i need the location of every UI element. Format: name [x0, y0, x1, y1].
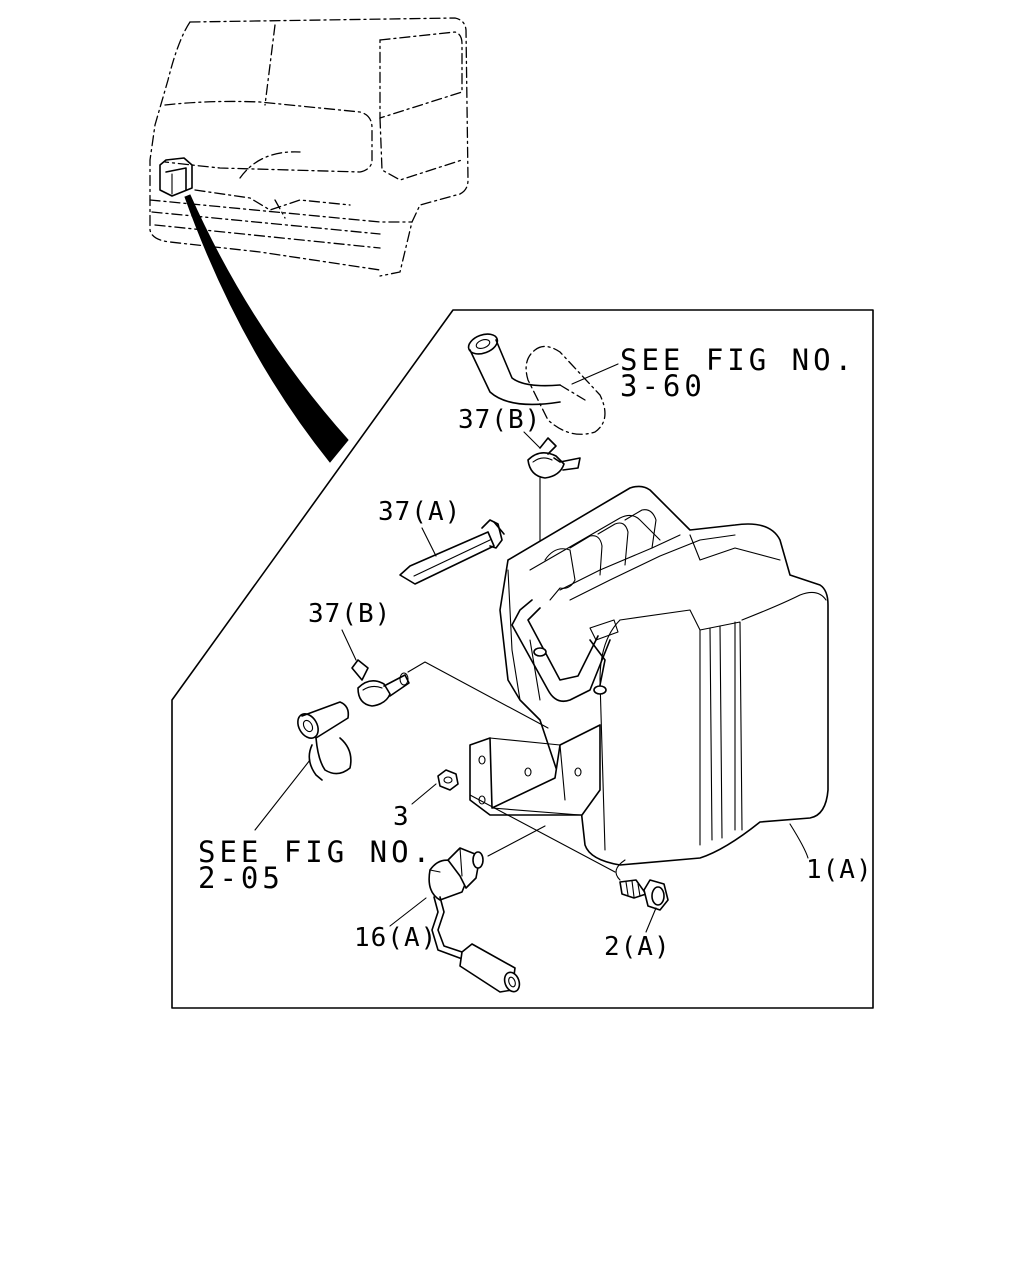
canister-leader	[789, 823, 809, 859]
hose-upper	[467, 333, 606, 435]
bolt-2a	[619, 879, 669, 911]
sensor-16a	[428, 847, 521, 993]
sensor-axis-line	[487, 825, 546, 857]
label-37b-left: 37(B)	[308, 599, 391, 629]
clamp-37b-left	[351, 659, 410, 707]
label-37a: 37(A)	[378, 497, 461, 527]
ref-205-leader	[254, 759, 311, 831]
cable-tie-37a	[399, 519, 505, 585]
clamp-37b-top	[527, 437, 581, 479]
label-37b-top: 37(B)	[458, 405, 541, 435]
detail-frame	[171, 309, 874, 1009]
sensor-leader	[389, 897, 427, 927]
clamp-left-leader	[341, 629, 357, 661]
detail-leader-swoosh	[184, 194, 349, 463]
label-2a: 2(A)	[604, 932, 671, 962]
ref-360-line2: 3-60	[620, 369, 706, 403]
cable-tie-leader	[421, 527, 437, 557]
ref-205-line2: 2-05	[198, 861, 284, 895]
hose-lower	[297, 701, 352, 781]
ref-360-line1: SEE FIG NO.	[620, 343, 856, 377]
ref-205-line1: SEE FIG NO.	[198, 835, 434, 869]
clamp-top-leader	[523, 431, 541, 449]
label-16a: 16(A)	[354, 923, 437, 953]
label-1a: 1(A)	[806, 855, 873, 885]
canister-body	[499, 485, 829, 881]
bolt-leader	[645, 907, 657, 933]
nut-3	[437, 769, 459, 791]
truck-cab-outline	[149, 17, 469, 277]
connector-pipe	[511, 599, 619, 703]
mounting-bracket	[469, 724, 601, 816]
unit-location-marker	[159, 157, 193, 197]
label-3: 3	[393, 802, 410, 832]
nut-leader	[411, 783, 437, 805]
bolt-axis-line	[469, 794, 616, 873]
ref-360-leader	[571, 363, 619, 385]
hose-link-line	[407, 661, 549, 729]
